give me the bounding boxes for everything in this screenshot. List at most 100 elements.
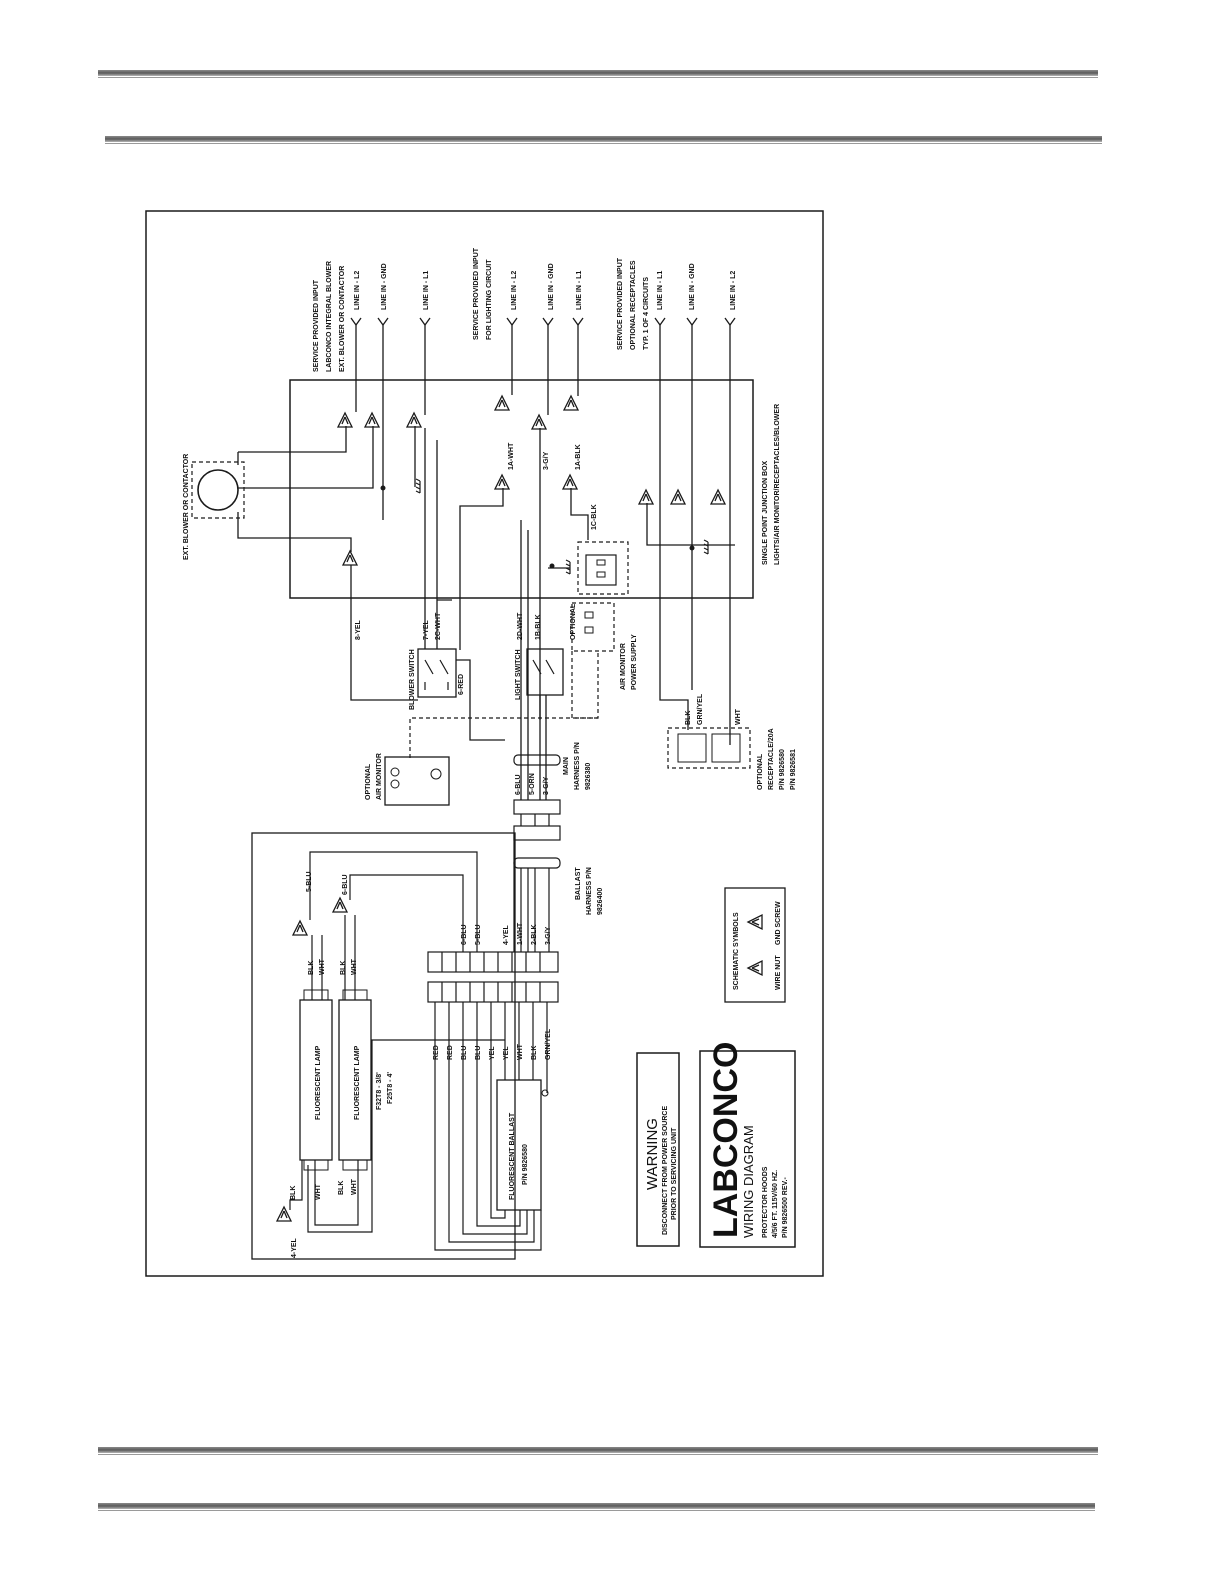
- ballast-harness-label-2: HARNESS P/N: [586, 867, 593, 915]
- lamp-wire-wht-1: WHT: [319, 958, 326, 975]
- wire-nut-1: [337, 412, 353, 428]
- main-harness-label-1: MAIN: [563, 757, 570, 775]
- service-recept-heading-2: OPTIONAL RECEPTACLES: [630, 260, 637, 350]
- ballast-lead-8: BLK: [531, 1046, 538, 1060]
- title-line-2: 4/5/6 FT. 115V/60 HZ.: [772, 1170, 779, 1238]
- terminal-label-6-blu: 6-BLU: [461, 924, 468, 945]
- air-monitor-power-supply: [571, 602, 615, 652]
- ballast-lead-7: WHT: [517, 1043, 524, 1060]
- junction-dot-1: [380, 485, 386, 491]
- legend-gnd-screw-icon: [747, 914, 763, 930]
- header-rule-bottom: [105, 136, 1102, 144]
- lamp-type-1: F32T8 - 3/8': [376, 1072, 383, 1110]
- wire-nut-9: [342, 550, 358, 566]
- power-supply-slot: [584, 611, 594, 619]
- header-rule-top: [98, 70, 1098, 78]
- diagram-title: WIRING DIAGRAM: [741, 1125, 756, 1238]
- ballast-lead-3: BLU: [461, 1046, 468, 1060]
- power-supply-slot-2: [584, 626, 594, 634]
- service-blower-heading-1: SERVICE PROVIDED INPUT: [313, 279, 320, 372]
- air-monitor-ps-label-3: POWER SUPPLY: [631, 634, 638, 690]
- legend-gnd-screw: GND SCREW: [775, 901, 782, 945]
- terminal-label-4-yel: 4-YEL: [503, 924, 510, 945]
- air-monitor-dashed-link: [409, 717, 598, 758]
- wire-nut-8: [562, 474, 578, 490]
- ballast-harness-label-1: BALLAST: [575, 867, 582, 900]
- lamp2-label: FLUORESCENT LAMP: [354, 1045, 361, 1120]
- receptacle-outlet-1: [677, 733, 707, 763]
- title-line-3: P/N 9826500 REV.-: [782, 1176, 789, 1238]
- service-lighting-heading-1: SERVICE PROVIDED INPUT: [473, 247, 480, 340]
- ballast-lead-2: RED: [447, 1045, 454, 1060]
- wire-nut-6: [563, 395, 579, 411]
- wire-label-blk: BLK: [685, 711, 692, 725]
- lamp-wire-5-blu: 5-BLU: [306, 871, 313, 892]
- ballast-lead-9: GRN/YEL: [545, 1028, 552, 1060]
- ground-symbol-1: [415, 478, 421, 494]
- lamp-wire-blk-1: BLK: [308, 961, 315, 975]
- lamp-type-2: F25T8 - 4': [387, 1072, 394, 1104]
- ext-blower-box: [191, 461, 245, 519]
- ground-symbol-2: [703, 539, 709, 555]
- lamp-wire-nut-3: [276, 1206, 292, 1222]
- service-lighting-line-2: LINE IN - GND: [548, 263, 555, 310]
- wire-nut-12: [710, 489, 726, 505]
- wire-nut-7: [494, 474, 510, 490]
- title-line-1: PROTECTOR HOODS: [762, 1166, 769, 1238]
- junction-box-wiring: [237, 426, 735, 720]
- legend-wire-nut: WIRE NUT: [775, 955, 782, 990]
- service-recept-line-2: LINE IN - GND: [689, 263, 696, 310]
- blower-switch: BLOWER SWITCH: [409, 648, 457, 710]
- service-recept-heading-3: TYP. 1 OF 4 CIRCUITS: [643, 277, 650, 350]
- receptacle-outlet-2: [711, 733, 741, 763]
- ext-blower-motor: [197, 469, 239, 511]
- lighting-wiring: [289, 833, 550, 1251]
- warning-line-1: DISCONNECT FROM POWER SOURCE: [662, 1106, 669, 1235]
- wire-label-3-gy: 3-G/Y: [543, 451, 550, 470]
- footer-rule-top: [98, 1447, 1098, 1455]
- wire-label-8-yel: 8-YEL: [355, 619, 362, 640]
- switch-wiring: [350, 428, 547, 800]
- optional-receptacle: [667, 727, 751, 769]
- service-lighting-line-1: LINE IN - L2: [511, 271, 518, 310]
- light-switch: LIGHT SWITCH: [515, 648, 564, 700]
- schematic-symbols-legend: [724, 887, 786, 1003]
- internal-receptacle: [577, 541, 629, 595]
- junction-dot-3: [549, 563, 555, 569]
- fluorescent-lamp-1: FLUORESCENT LAMP: [299, 989, 333, 1171]
- internal-receptacle-slot: [596, 559, 606, 566]
- main-harness-label-2: HARNESS P/N: [574, 742, 581, 790]
- air-monitor: [384, 756, 450, 806]
- air-monitor-label-1: OPTIONAL: [365, 763, 372, 800]
- wire-nut-11: [670, 489, 686, 505]
- lamp-wire-wht-2: WHT: [351, 958, 358, 975]
- harness-label-5-orn: 5-ORN: [529, 773, 536, 795]
- schematic-symbols-title: SCHEMATIC SYMBOLS: [733, 912, 740, 990]
- main-harness-label-3: 9826380: [585, 763, 592, 790]
- lamp-wire-blk-2: BLK: [340, 961, 347, 975]
- service-input-receptacles: SERVICE PROVIDED INPUT OPTIONAL RECEPTAC…: [617, 257, 737, 350]
- fluorescent-lamp-2: FLUORESCENT LAMP: [338, 989, 372, 1171]
- brand-logo-text: LABCONCO: [707, 1042, 745, 1238]
- wire-nut-2: [364, 412, 380, 428]
- internal-receptacle-face: [585, 554, 617, 586]
- lamp-wire-nut-1: [292, 920, 308, 936]
- lamp1-label: FLUORESCENT LAMP: [315, 1045, 322, 1120]
- ground-symbol-3: [565, 559, 571, 575]
- service-input-blower: SERVICE PROVIDED INPUT LABCONCO INTEGRAL…: [313, 261, 430, 372]
- wire-label-1a-blk: 1A-BLK: [575, 444, 582, 470]
- warning-line-2: PRIOR TO SERVICING UNIT: [671, 1127, 678, 1220]
- ext-blower-label: EXT. BLOWER OR CONTACTOR: [183, 454, 190, 560]
- ballast-lead-5: YEL: [489, 1046, 496, 1060]
- service-recept-line-1: LINE IN - L1: [657, 271, 664, 310]
- service-blower-line-3: LINE IN - L1: [423, 271, 430, 310]
- wire-label-2d-wht: 2D-WHT: [517, 612, 524, 640]
- service-blower-heading-2: LABCONCO INTEGRAL BLOWER: [326, 261, 333, 372]
- service-recept-heading-1: SERVICE PROVIDED INPUT: [617, 257, 624, 350]
- wire-nut-5: [531, 414, 547, 430]
- wire-label-6-red: 6-RED: [458, 674, 465, 695]
- title-block: [699, 1050, 796, 1248]
- ballast-screw: [541, 1089, 549, 1097]
- lamp-wire-4-yel: 4-YEL: [291, 1237, 298, 1258]
